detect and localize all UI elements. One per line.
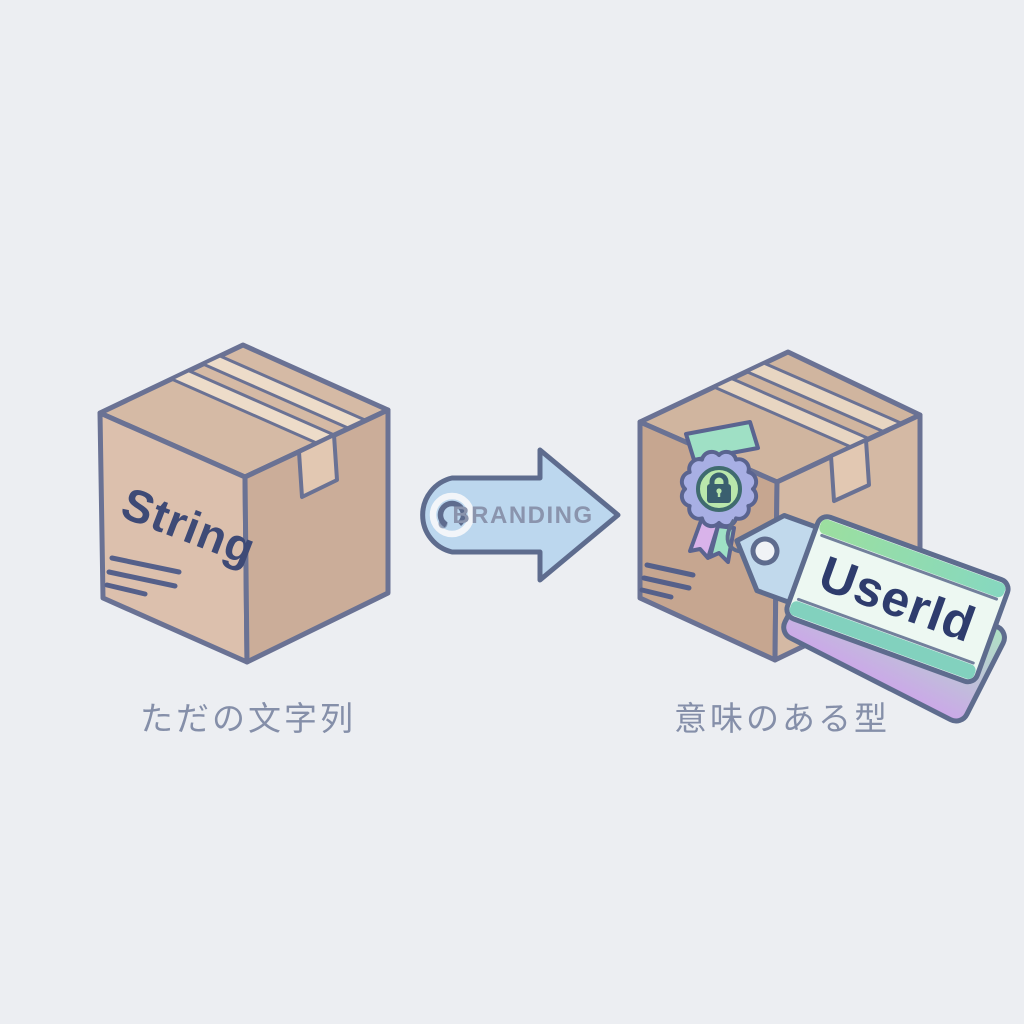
right-caption: 意味のある型 bbox=[674, 700, 890, 737]
tape-tab bbox=[829, 438, 871, 503]
stamp-ring-icon bbox=[429, 492, 475, 538]
right-box-illustration: UserId bbox=[637, 349, 1011, 724]
seal-ribbon-icon bbox=[679, 420, 760, 564]
tape-tab bbox=[297, 433, 339, 499]
address-lines-icon bbox=[104, 555, 182, 597]
padlock-icon bbox=[707, 472, 731, 503]
tag-strip-top bbox=[819, 519, 1006, 598]
left-box-face-right bbox=[242, 407, 391, 665]
right-arrow-icon bbox=[420, 447, 621, 583]
left-box-illustration: String bbox=[97, 342, 391, 665]
arrow-label: BRANDING bbox=[452, 502, 593, 529]
ribbon-banner bbox=[684, 420, 760, 462]
address-lines-icon bbox=[639, 562, 696, 600]
tag-hole-icon bbox=[750, 536, 780, 566]
tag-body bbox=[784, 514, 1011, 685]
price-tag-icon: UserId bbox=[734, 512, 1011, 724]
tag-strip-bottom bbox=[789, 601, 976, 679]
left-caption: ただの文字列 bbox=[140, 700, 356, 737]
branding-arrow: BRANDING bbox=[420, 447, 621, 583]
